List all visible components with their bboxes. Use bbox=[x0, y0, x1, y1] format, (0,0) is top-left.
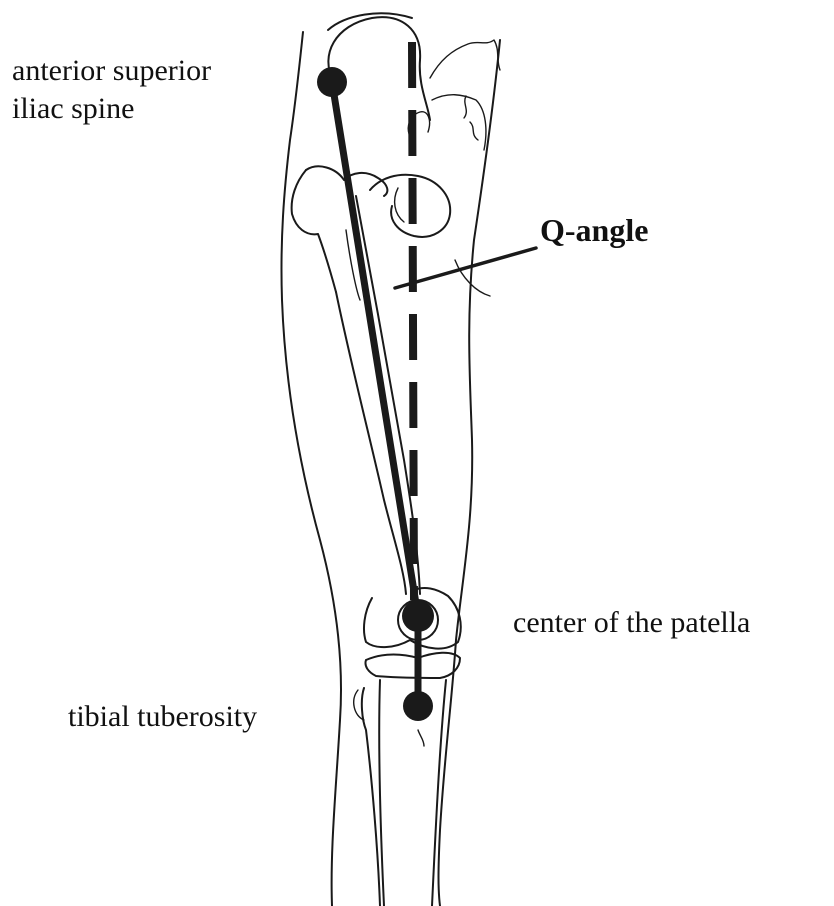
lower-leg-bones bbox=[354, 680, 446, 906]
tibial-tuberosity-label: tibial tuberosity bbox=[68, 698, 257, 736]
patella-marker-dot bbox=[402, 600, 434, 632]
asis-patella-line bbox=[332, 82, 418, 616]
q-angle-label: Q-angle bbox=[540, 210, 648, 251]
asis-label: anterior superior iliac spine bbox=[12, 52, 211, 129]
tibial-tuberosity-marker-dot bbox=[403, 691, 433, 721]
asis-marker-dot bbox=[317, 67, 347, 97]
asis-label-line2: iliac spine bbox=[12, 90, 211, 128]
patella-label: center of the patella bbox=[513, 604, 750, 642]
asis-label-line1: anterior superior bbox=[12, 52, 211, 90]
